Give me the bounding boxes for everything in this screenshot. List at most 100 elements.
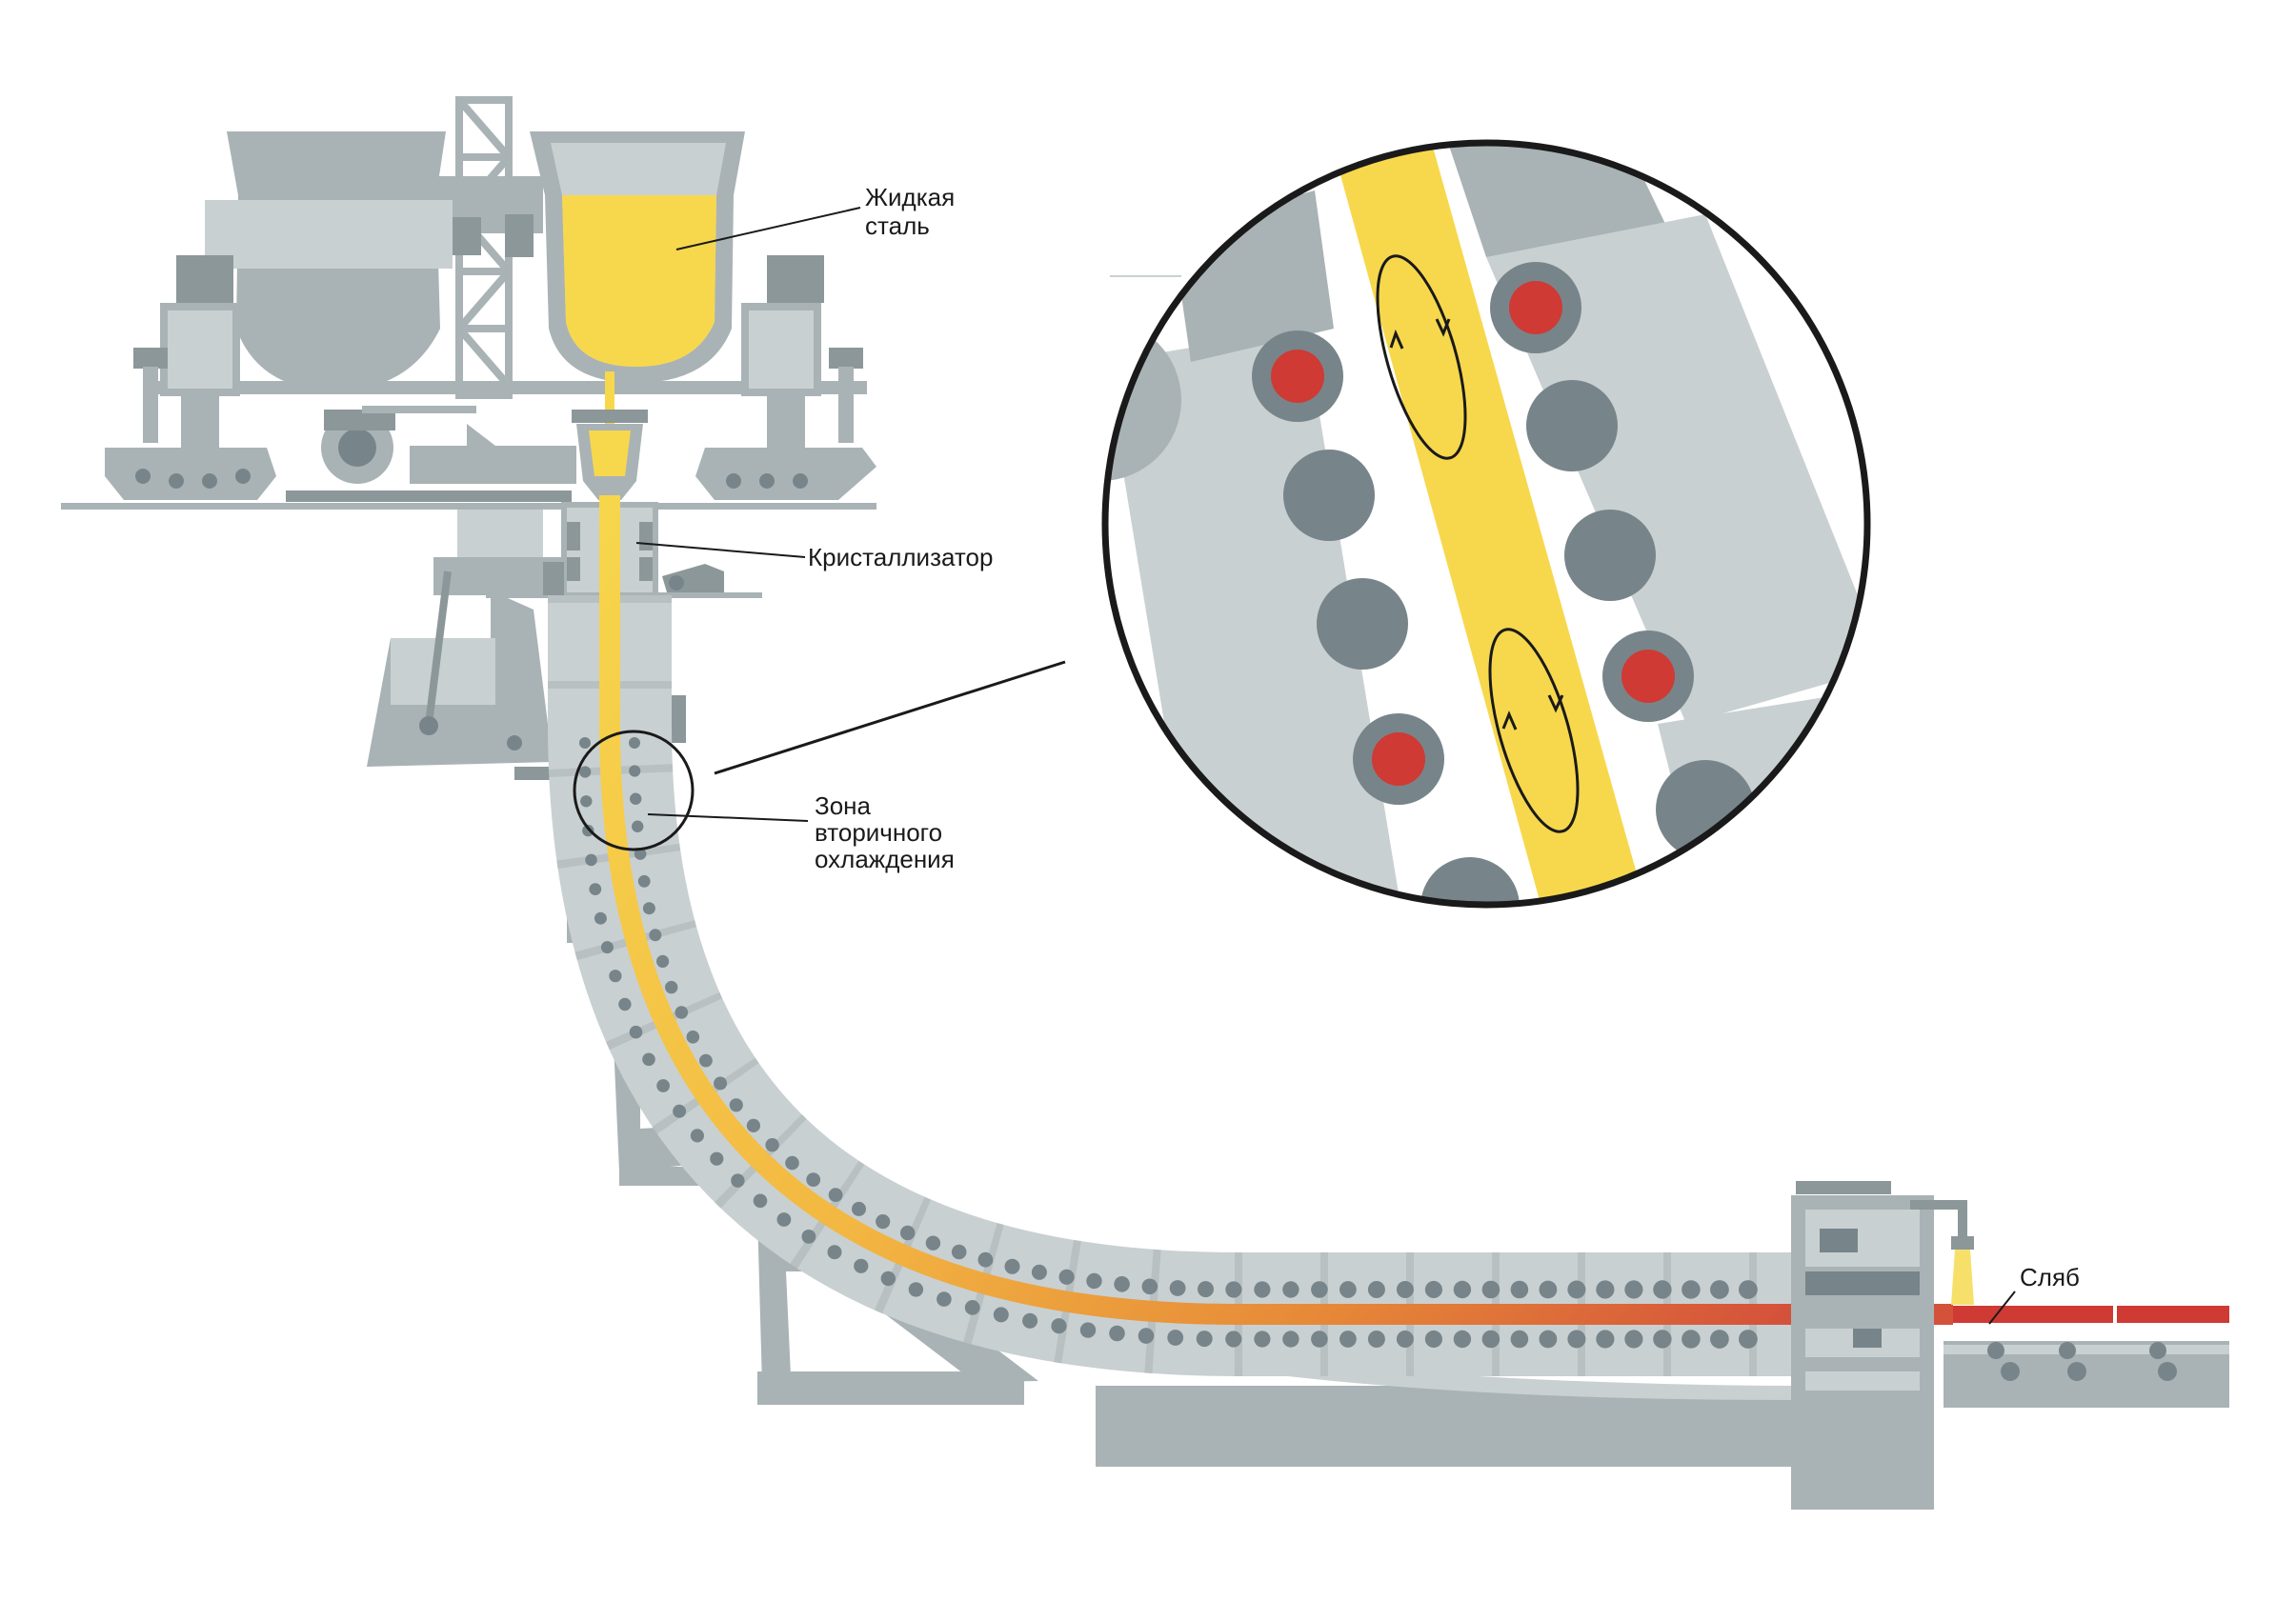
strand-roll (1510, 1330, 1529, 1349)
strand-roll (690, 1129, 705, 1143)
strand-roll (964, 1300, 980, 1315)
strand-roll (579, 766, 592, 778)
circulation-arrows (1376, 254, 1580, 833)
strand-roll (1167, 1330, 1184, 1346)
strand-roll (1051, 1318, 1067, 1334)
strand-roll (1109, 1325, 1125, 1342)
strand-roll (609, 970, 622, 983)
cutting-machine (1791, 1181, 1974, 1510)
strand-roll (1567, 1280, 1586, 1299)
strand-roll (594, 911, 607, 925)
strand-roll (629, 737, 640, 749)
strand-roll (925, 1235, 941, 1251)
strand-roll (1311, 1331, 1328, 1348)
strand-roll (1567, 1330, 1586, 1349)
strand-roll (1198, 1281, 1214, 1298)
strand-roll (753, 1193, 768, 1209)
magnifier-circle (1101, 139, 1871, 909)
strand-roll (1254, 1331, 1271, 1348)
strand-roll (629, 765, 641, 777)
strand-roll (827, 1245, 842, 1260)
strand-roll (686, 1031, 700, 1044)
strand-roll (900, 1225, 916, 1241)
strand-roll (1424, 1330, 1442, 1349)
magnifier-source-circle (573, 730, 695, 851)
strand-roll (1225, 1281, 1242, 1298)
zoomed-steel-strand (1329, 143, 1648, 905)
callouts (635, 207, 2016, 1325)
strand-roll (1396, 1281, 1414, 1298)
strand-roll (746, 1118, 761, 1132)
strand-roll (1169, 1280, 1186, 1296)
strand-roll (937, 1291, 952, 1307)
strand-roll (1339, 1281, 1357, 1298)
strand-roll (1539, 1330, 1558, 1349)
tundish-car (286, 406, 576, 502)
strand-roll (1596, 1280, 1615, 1299)
strand-roll (1367, 1331, 1385, 1348)
strand-roll (1481, 1330, 1500, 1349)
strand-roll (1510, 1280, 1529, 1299)
strand-roll (649, 929, 662, 942)
strand-roll (1739, 1330, 1758, 1349)
steel-pour-stream (605, 371, 614, 433)
strand-roll (880, 1271, 896, 1287)
strand-roll (618, 997, 632, 1011)
label-secondary-cooling: Зона вторичного охлаждения (815, 791, 955, 873)
strand-roll (1004, 1258, 1020, 1274)
strand-roll (1653, 1280, 1672, 1299)
label-liquid-steel: Жидкая сталь (865, 183, 961, 240)
strand-roll (579, 737, 591, 749)
left-lift-column (105, 255, 276, 500)
strand-roll (1254, 1281, 1271, 1298)
strand-roll (1710, 1330, 1729, 1349)
strand-roll (729, 1098, 743, 1112)
strand-roll (1138, 1328, 1155, 1344)
strand-roll (1114, 1276, 1130, 1292)
strand-roll (699, 1053, 713, 1068)
strand-roll (673, 1104, 687, 1118)
strand-rolls (579, 737, 1758, 1349)
strand-roll (580, 795, 593, 808)
strand-roll (1282, 1331, 1299, 1348)
strand-roll (801, 1230, 816, 1244)
strand-roll (854, 1258, 869, 1273)
strand-roll (629, 1025, 643, 1039)
strand-roll (710, 1151, 724, 1166)
strand-roll (656, 1079, 670, 1092)
strand-roll (876, 1214, 891, 1230)
strand-roll (632, 820, 644, 832)
right-lift-column (695, 255, 876, 500)
strand-roll (634, 848, 647, 860)
strand-roll (642, 902, 655, 915)
strand-roll (765, 1138, 779, 1152)
strand-roll (806, 1172, 821, 1187)
strand-roll (1624, 1330, 1643, 1349)
strand-roll (731, 1173, 745, 1188)
zoom-detail (1105, 143, 1867, 905)
strand-roll (828, 1188, 843, 1203)
label-mold: Кристаллизатор (808, 543, 993, 571)
strand-roll (1141, 1278, 1158, 1295)
label-slab: Сляб (2020, 1263, 2080, 1291)
magnifier-connector (714, 660, 1066, 775)
strand-roll (1596, 1330, 1615, 1349)
strand-roll (1710, 1280, 1729, 1299)
strand-roll (1539, 1280, 1558, 1299)
strand-roll (1396, 1331, 1414, 1348)
strand-roll (1339, 1331, 1357, 1348)
strand-roll (585, 853, 597, 867)
strand-roll (1481, 1280, 1500, 1299)
strand-roll (1367, 1281, 1385, 1298)
ladle-turret (61, 96, 876, 510)
liquid-steel-in-ladle (562, 195, 716, 367)
strand-roll (993, 1307, 1009, 1323)
strand-roll (642, 1052, 655, 1067)
left-ladle (205, 131, 481, 390)
upper-platform (61, 503, 876, 510)
strand-roll (1424, 1280, 1442, 1299)
strand-roll (951, 1244, 967, 1260)
strand-roll (1079, 1322, 1097, 1338)
strand-roll (1682, 1280, 1701, 1299)
strand-roll (977, 1251, 994, 1268)
